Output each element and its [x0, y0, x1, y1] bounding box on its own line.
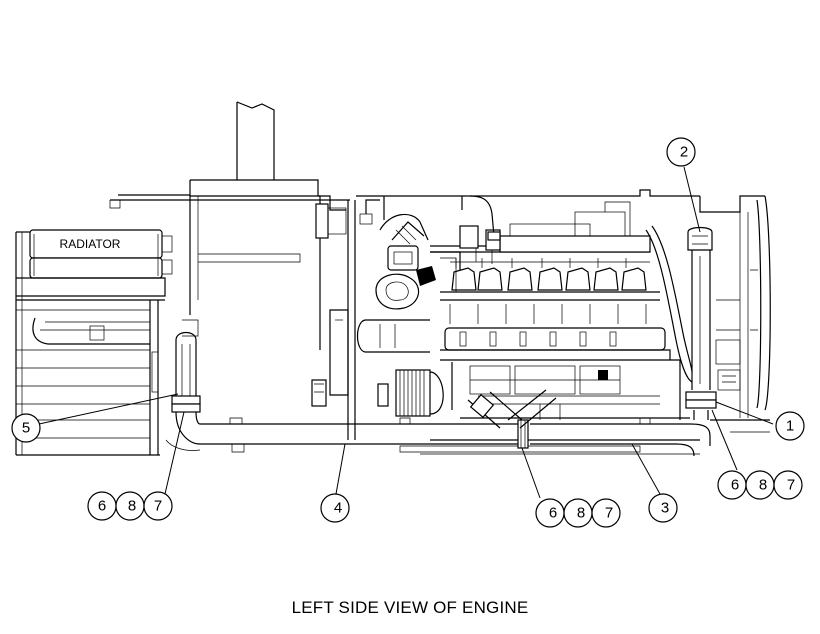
damper-pulley [377, 369, 444, 417]
callout-8-left: 8 [115, 491, 145, 521]
svg-text:6: 6 [549, 505, 557, 522]
callout-6-left: 6 [87, 491, 117, 521]
svg-text:7: 7 [154, 498, 162, 515]
engine-block [399, 201, 700, 453]
callout-2: 2 [666, 137, 696, 167]
callout-6-center: 6 [535, 498, 565, 528]
svg-text:2: 2 [680, 144, 688, 161]
callout-7-center: 7 [591, 498, 621, 528]
callout-4: 4 [320, 493, 350, 523]
svg-text:8: 8 [577, 505, 585, 522]
front-accessories [311, 195, 501, 417]
callout-leaders [38, 166, 774, 499]
diagram-caption: LEFT SIDE VIEW OF ENGINE [291, 598, 529, 617]
coolant-pipe-horizontal [200, 389, 711, 457]
callout-1: 1 [775, 411, 805, 441]
air-cleaner-housing [109, 101, 350, 350]
svg-text:8: 8 [128, 498, 136, 515]
svg-text:3: 3 [661, 500, 669, 517]
svg-text:6: 6 [98, 498, 106, 515]
callout-3: 3 [648, 493, 678, 523]
callout-7-left: 7 [143, 491, 173, 521]
svg-text:7: 7 [605, 505, 613, 522]
callout-7-right: 7 [773, 470, 803, 500]
callout-8-center: 8 [563, 498, 593, 528]
callout-6-right: 6 [717, 470, 747, 500]
svg-text:5: 5 [22, 420, 30, 437]
svg-text:4: 4 [334, 500, 342, 517]
svg-text:7: 7 [787, 477, 795, 494]
valve-covers [450, 258, 650, 291]
radiator-label: RADIATOR [60, 237, 121, 251]
coolant-outlet-right [645, 225, 741, 420]
svg-text:6: 6 [731, 477, 739, 494]
radiator-assembly: RADIATOR [15, 229, 173, 456]
svg-text:8: 8 [759, 477, 767, 494]
callout-5: 5 [11, 413, 41, 443]
svg-text:1: 1 [786, 418, 794, 435]
radiator-hose-elbow [165, 331, 201, 451]
callout-8-right: 8 [745, 470, 775, 500]
